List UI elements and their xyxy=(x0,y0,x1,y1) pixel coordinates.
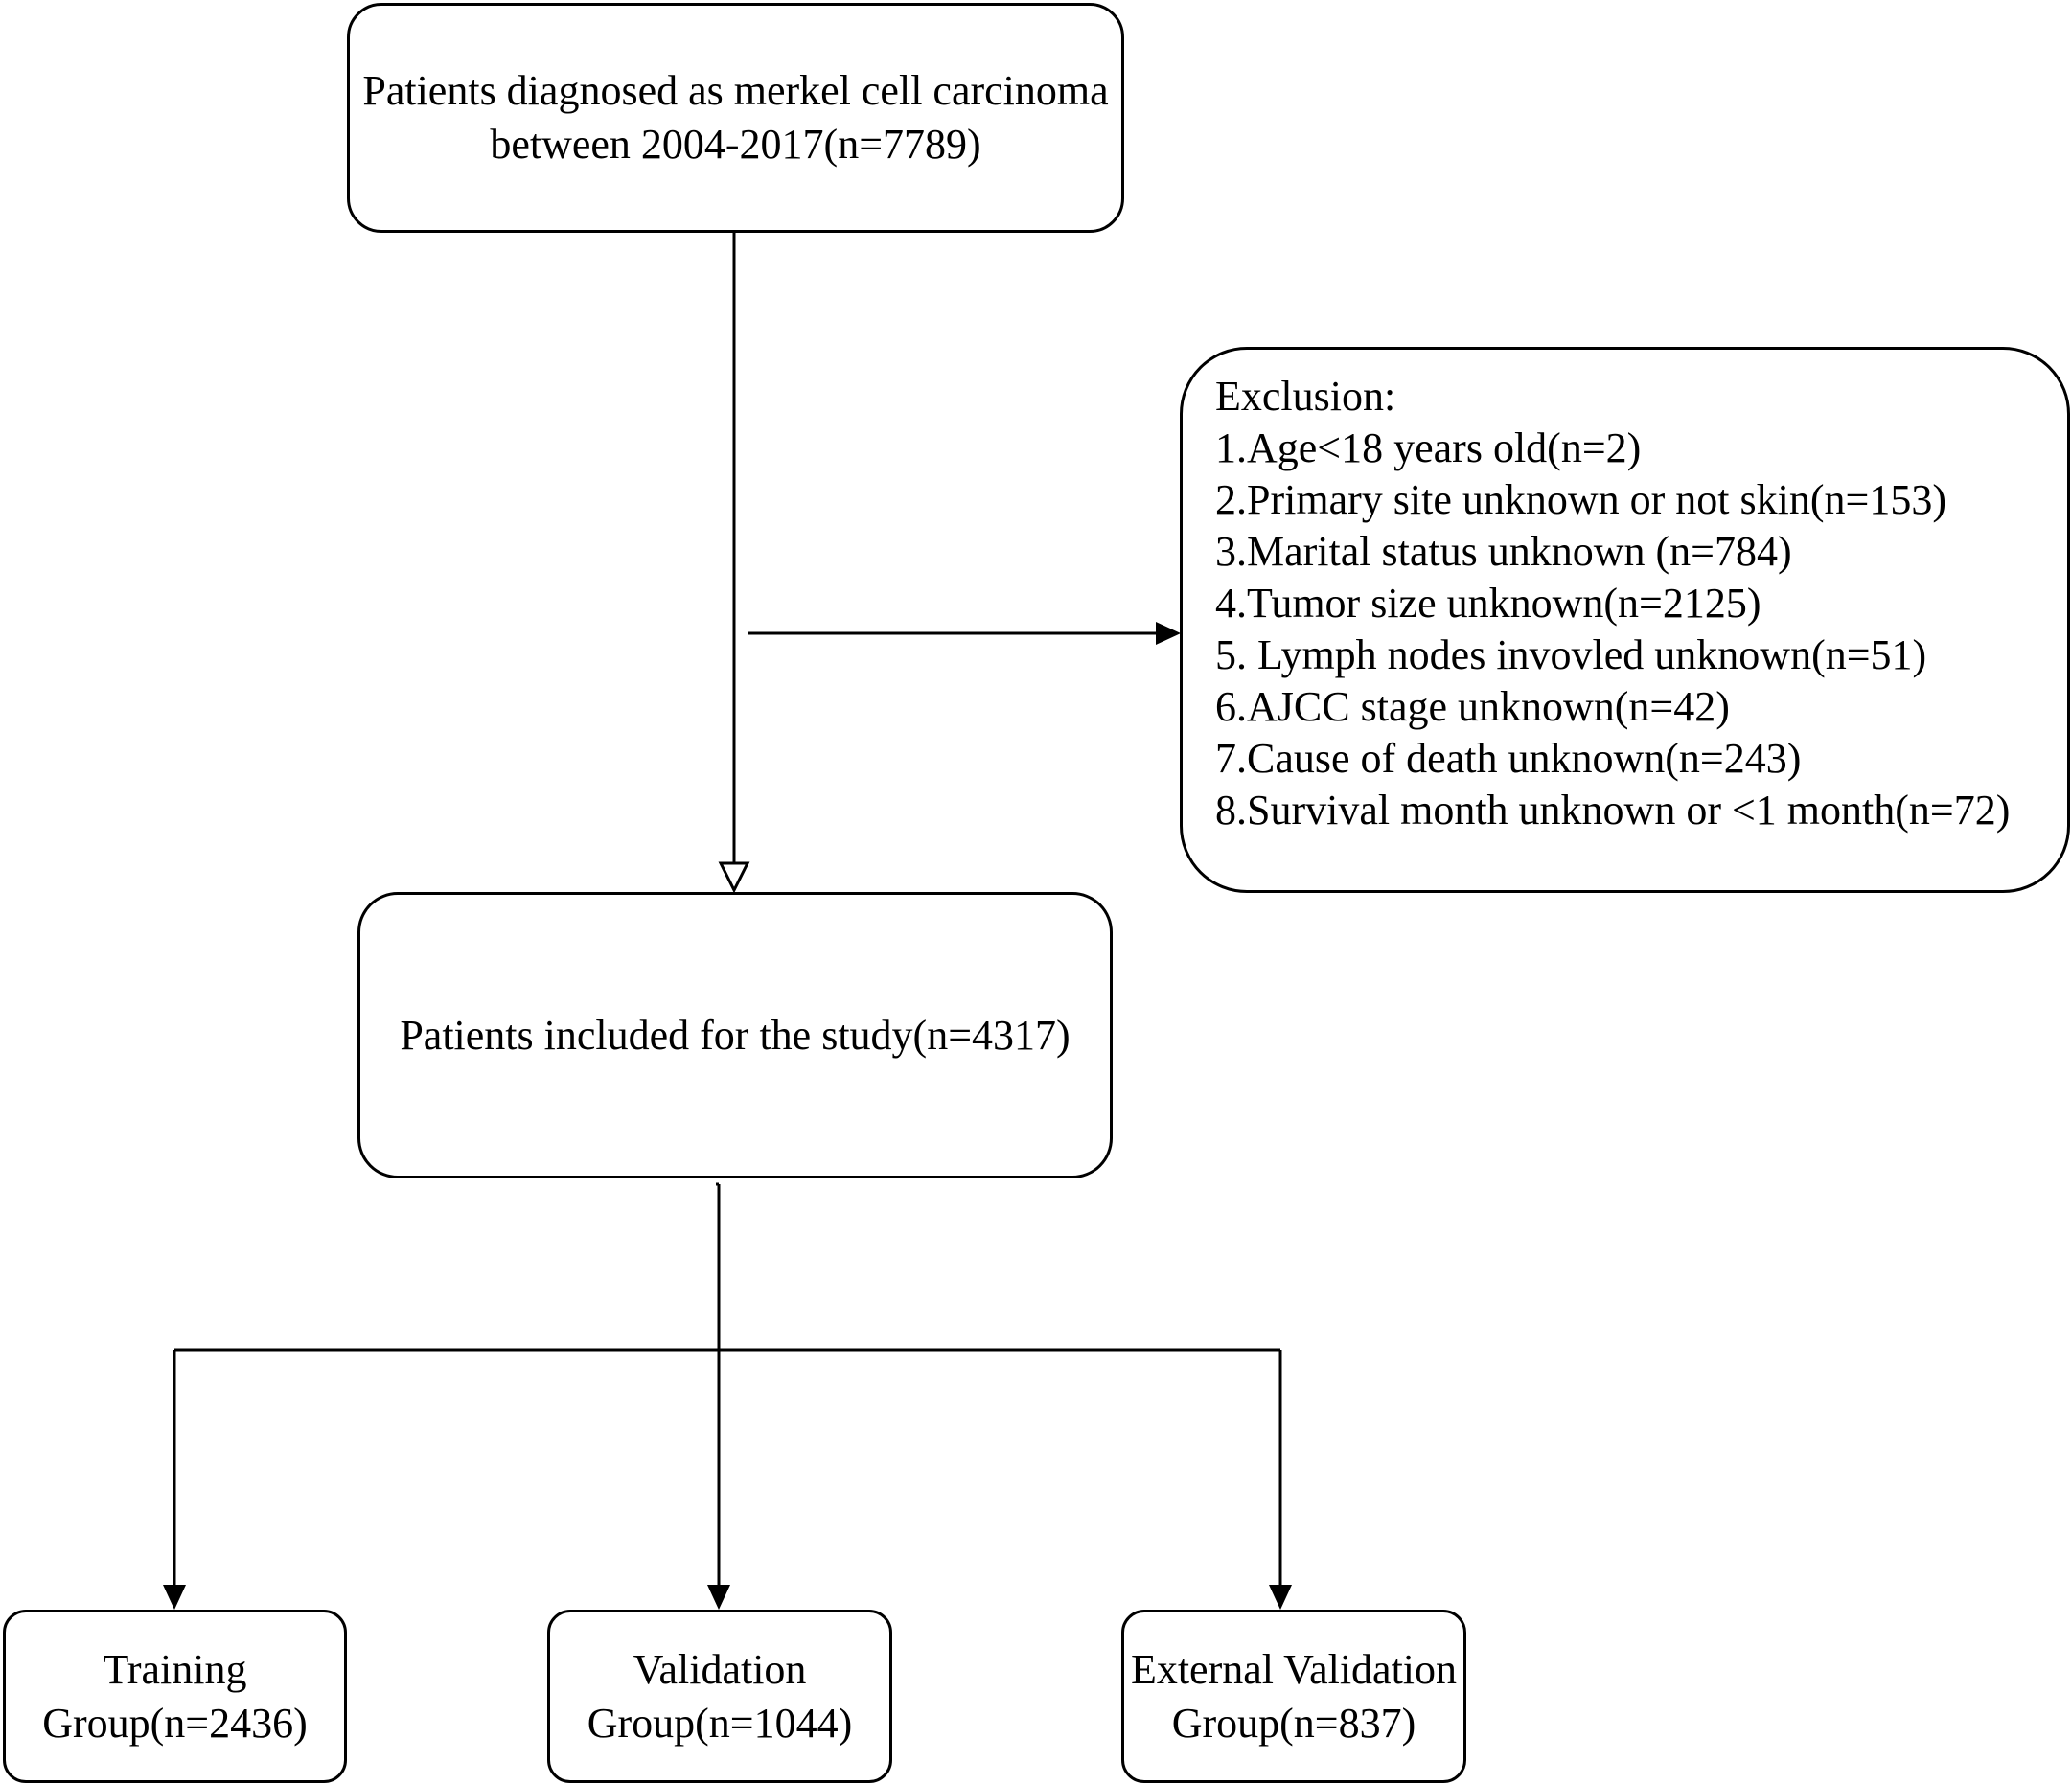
external-line-1: External Validation xyxy=(1130,1645,1458,1693)
exclusion-item: 6.AJCC stage unknown(n=42) xyxy=(1215,683,1730,730)
training-line-2: Group(n=2436) xyxy=(42,1699,308,1747)
external-validation-group-box: External Validation Group(n=837) xyxy=(1121,1610,1466,1783)
exclusion-item: 5. Lymph nodes invovled unknown(n=51) xyxy=(1215,631,1927,678)
exclusion-heading: Exclusion: xyxy=(1215,373,1396,420)
included-patients-box: Patients included for the study(n=4317) xyxy=(357,892,1113,1178)
training-line-1: Training xyxy=(103,1645,247,1693)
source-line-2: between 2004-2017(n=7789) xyxy=(490,121,981,168)
validation-group-box: Validation Group(n=1044) xyxy=(547,1610,892,1783)
exclusion-item: 2.Primary site unknown or not skin(n=153… xyxy=(1215,476,1946,523)
exclusion-item: 7.Cause of death unknown(n=243) xyxy=(1215,735,1802,782)
validation-line-1: Validation xyxy=(633,1645,807,1693)
exclusion-item: 1.Age<18 years old(n=2) xyxy=(1215,424,1642,471)
exclusion-item: 3.Marital status unknown (n=784) xyxy=(1215,528,1792,575)
external-line-2: Group(n=837) xyxy=(1171,1699,1416,1747)
validation-arrowhead xyxy=(707,1585,730,1610)
validation-line-2: Group(n=1044) xyxy=(587,1699,853,1747)
training-group-box: Training Group(n=2436) xyxy=(3,1610,347,1783)
exclusion-criteria-box: Exclusion: 1.Age<18 years old(n=2) 2.Pri… xyxy=(1180,347,2070,893)
included-label: Patients included for the study(n=4317) xyxy=(400,1011,1071,1059)
external-arrowhead xyxy=(1269,1585,1292,1610)
source-population-box: Patients diagnosed as merkel cell carcin… xyxy=(347,3,1124,233)
training-arrowhead xyxy=(163,1585,186,1610)
exclusion-item: 4.Tumor size unknown(n=2125) xyxy=(1215,580,1761,627)
exclusion-arrowhead xyxy=(1156,622,1181,645)
source-line-1: Patients diagnosed as merkel cell carcin… xyxy=(362,67,1109,114)
exclusion-item: 8.Survival month unknown or <1 month(n=7… xyxy=(1215,787,2011,834)
hollow-arrowhead xyxy=(718,861,750,894)
